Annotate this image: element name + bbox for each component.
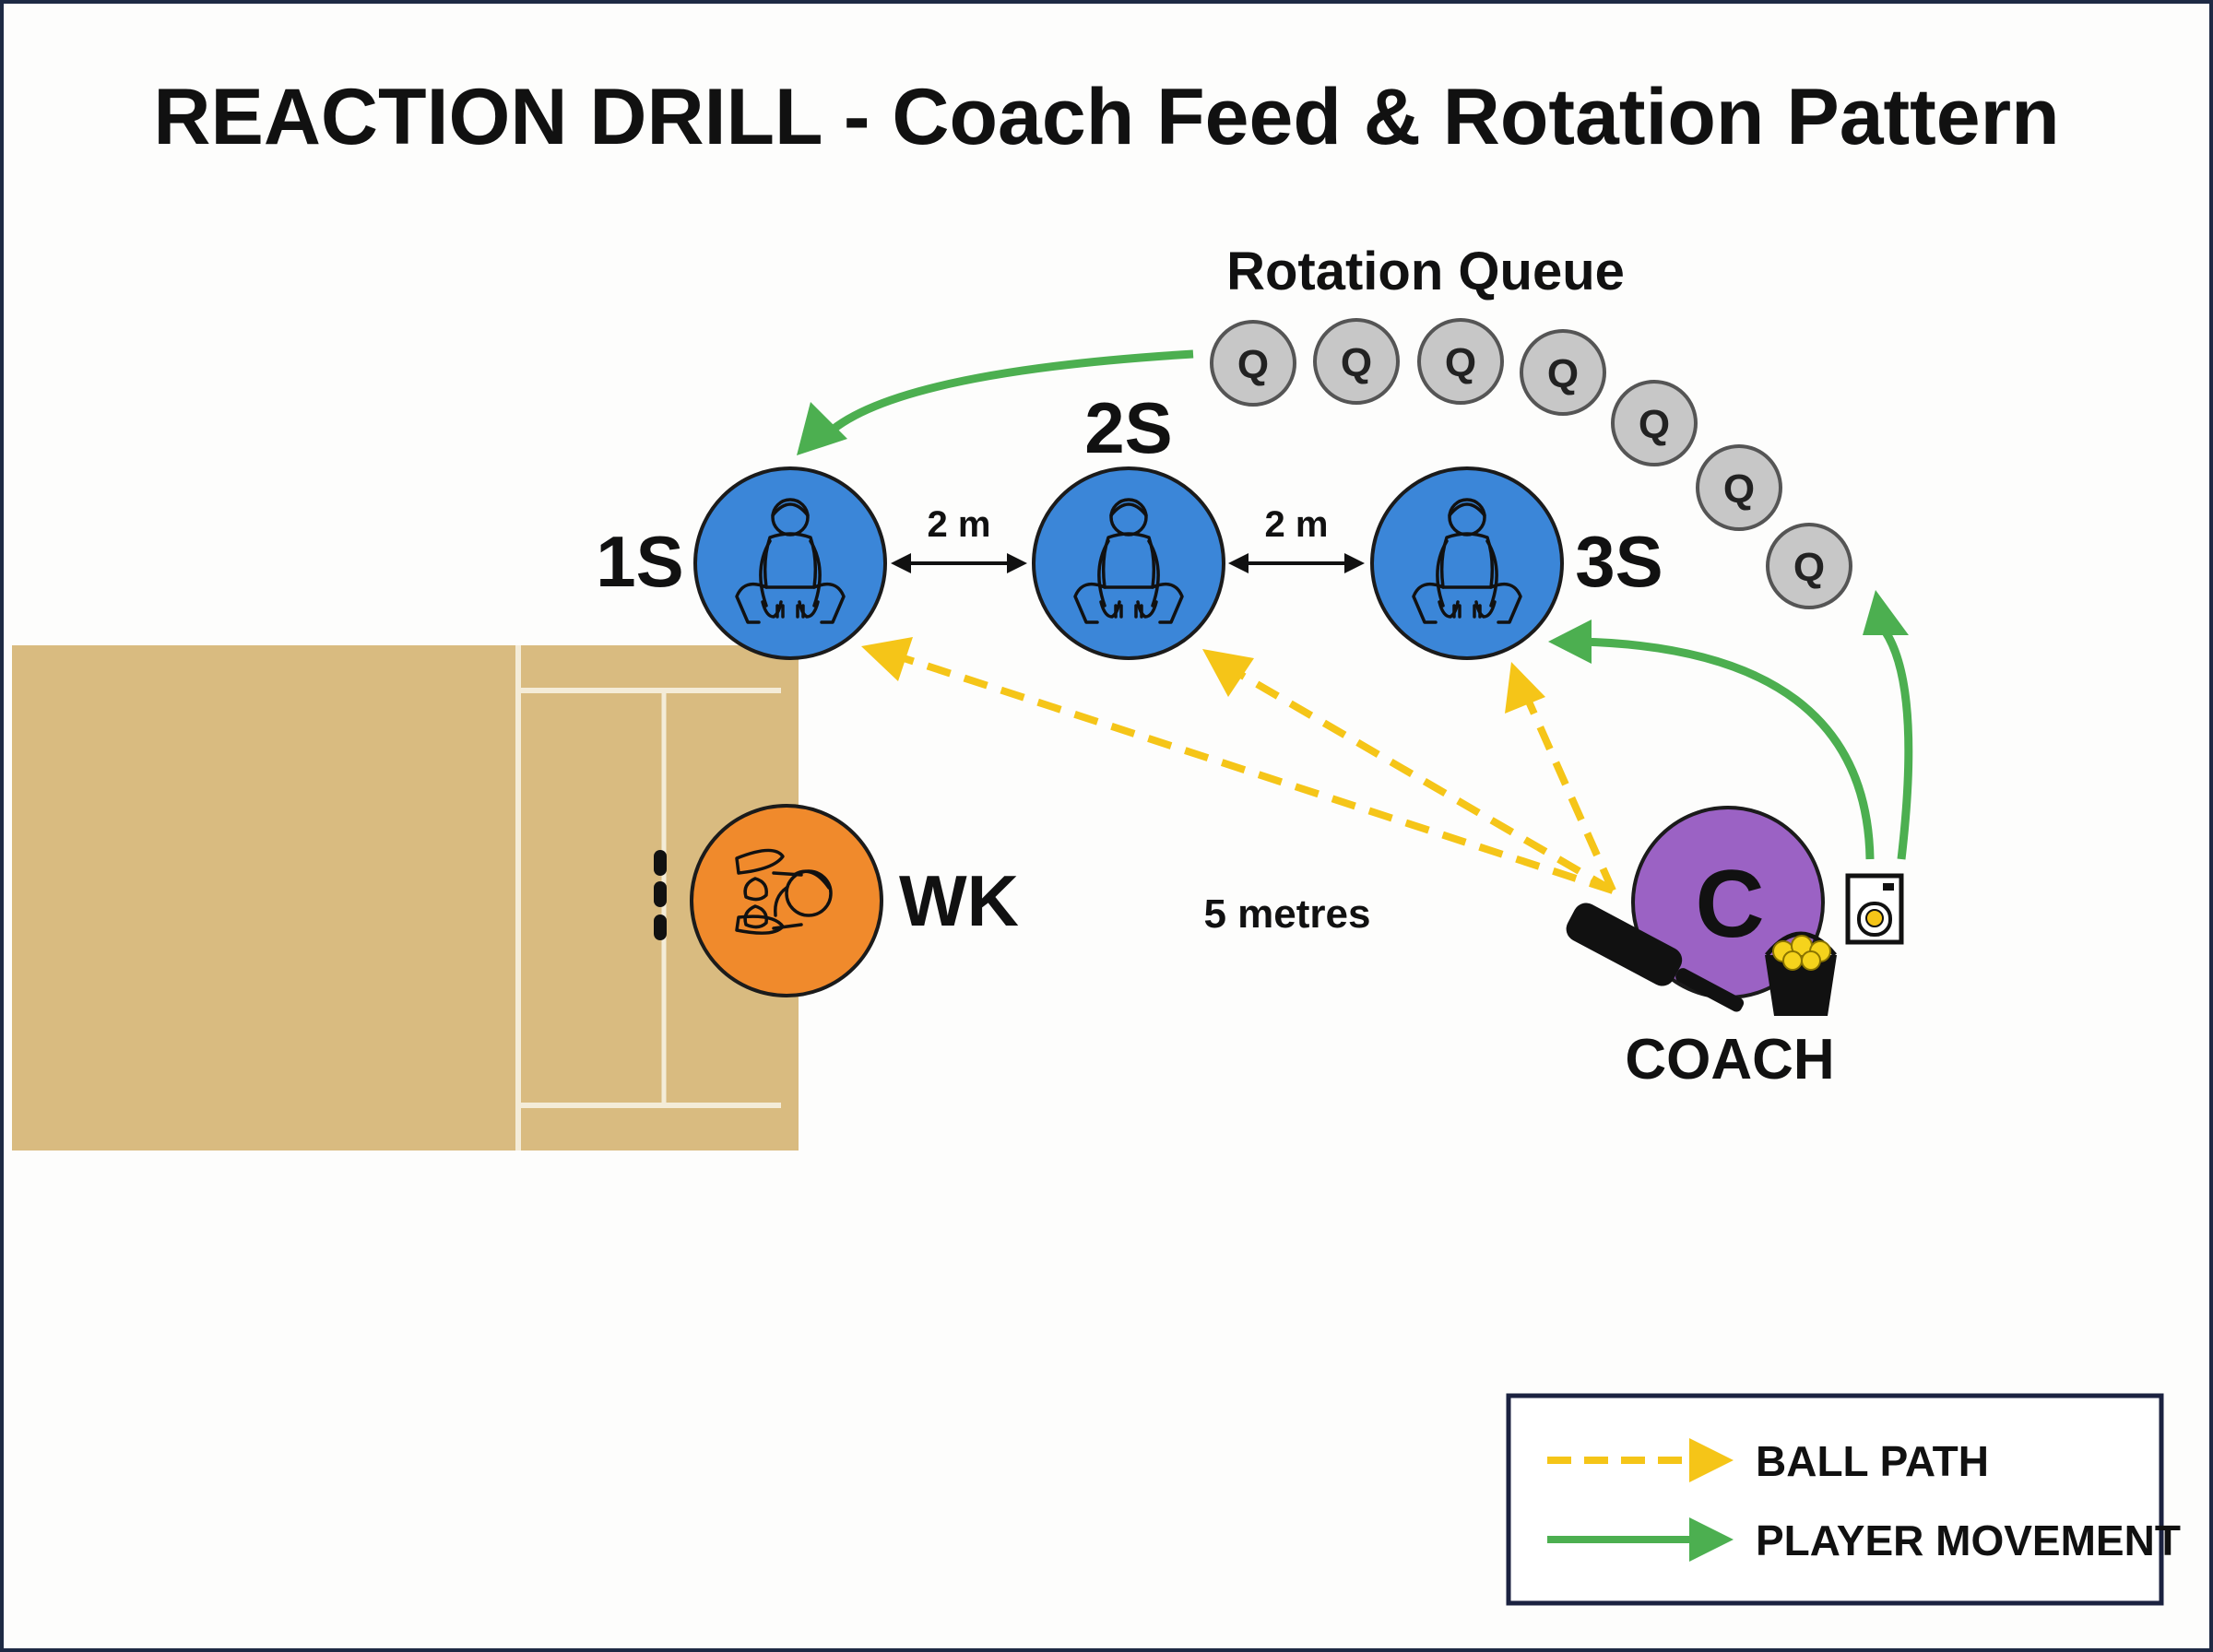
slip-2s — [1032, 466, 1225, 660]
wicketkeeper — [690, 804, 883, 997]
legend-player-movement-label: PLAYER MOVEMENT — [1756, 1516, 2181, 1564]
slip-1s — [693, 466, 887, 660]
ball-arrow-2s — [1202, 649, 1254, 697]
player-movement-paths — [821, 349, 1913, 860]
slip-3s — [1370, 466, 1564, 660]
slip-3s-label: 3S — [1575, 521, 1663, 602]
movement-arrowheads — [797, 402, 1909, 664]
movement-coach-to-queue — [1881, 628, 1913, 860]
cricket-bat-icon — [1566, 903, 1745, 1012]
svg-text:Q: Q — [1793, 545, 1825, 590]
movement-coach-to-3s — [1580, 637, 1875, 860]
legend-player-movement-swatch — [1547, 1517, 1734, 1562]
spacing-label-1: 2 m — [928, 504, 991, 545]
ball-path-to-2s — [1232, 667, 1615, 894]
ball-path-to-1s — [896, 653, 1615, 894]
ball-arrow-3s — [1505, 662, 1545, 714]
rotation-queue: Q Q Q Q Q Q Q — [1210, 318, 1852, 609]
coach-label: COACH — [1625, 1028, 1834, 1092]
rotation-queue-heading: Rotation Queue — [1226, 242, 1625, 301]
svg-text:Q: Q — [1445, 340, 1476, 385]
svg-text:Q: Q — [1341, 340, 1372, 385]
queue-token: Q — [1520, 329, 1606, 416]
ball-path-arrowheads — [861, 637, 1545, 714]
queue-token: Q — [1696, 444, 1782, 531]
diagram-title: REACTION DRILL - Coach Feed & Rotation P… — [153, 73, 2059, 161]
queue-token: Q — [1417, 318, 1504, 405]
slip-1s-label: 1S — [596, 521, 683, 602]
ball-machine-icon — [1845, 873, 1904, 945]
spacing-arrow-2 — [1228, 553, 1365, 573]
wicketkeeper-label: WK — [899, 860, 1019, 941]
legend-ball-path-swatch — [1547, 1438, 1734, 1482]
coach-initial: C — [1695, 851, 1764, 958]
svg-text:Q: Q — [1547, 351, 1579, 396]
legend: BALL PATH PLAYER MOVEMENT — [1506, 1393, 2181, 1606]
stumps-icon — [654, 850, 667, 940]
ball-bucket-icon — [1765, 931, 1837, 1016]
queue-token: Q — [1210, 320, 1296, 407]
pitch — [12, 645, 799, 1150]
distance-label: 5 metres — [1203, 891, 1370, 937]
movement-queue-to-1s — [821, 349, 1194, 441]
svg-text:Q: Q — [1723, 466, 1755, 512]
slip-2s-label: 2S — [1084, 387, 1172, 468]
drill-diagram: REACTION DRILL - Coach Feed & Rotation P… — [12, 73, 2181, 1606]
spacing-label-2: 2 m — [1265, 504, 1329, 545]
queue-token: Q — [1766, 523, 1852, 609]
queue-token: Q — [1313, 318, 1400, 405]
svg-text:Q: Q — [1639, 402, 1670, 447]
legend-ball-path-label: BALL PATH — [1756, 1437, 1989, 1485]
diagram-canvas: REACTION DRILL - Coach Feed & Rotation P… — [4, 4, 2209, 1648]
spacing-arrow-1 — [891, 553, 1027, 573]
ball-path-lines — [896, 653, 1616, 894]
queue-token: Q — [1611, 380, 1698, 466]
ball-arrow-1s — [861, 637, 913, 681]
svg-text:Q: Q — [1237, 342, 1269, 387]
